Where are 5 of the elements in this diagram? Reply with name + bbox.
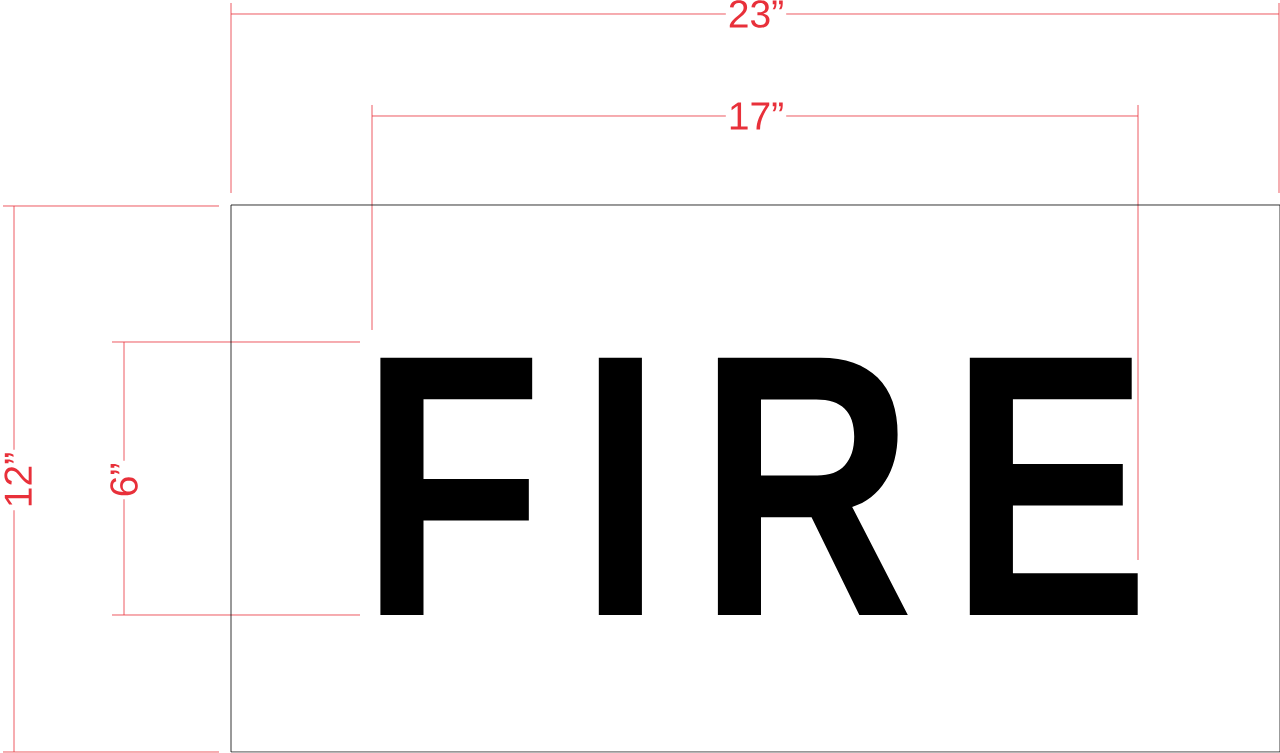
dimension-label: 17” bbox=[725, 100, 787, 132]
dimension-label: 6” bbox=[108, 460, 140, 500]
stencil-box: FIRE bbox=[230, 204, 1280, 753]
dimension-label: 12” bbox=[2, 449, 34, 511]
dimension-label: 23” bbox=[725, 0, 787, 30]
